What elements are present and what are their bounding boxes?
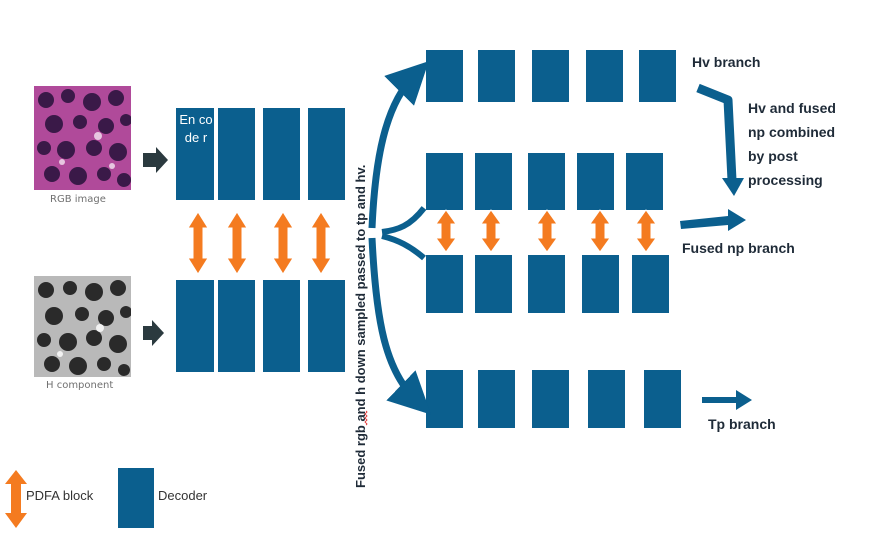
h-encoder-block: [176, 280, 214, 372]
np-output-arrow: [680, 209, 746, 231]
to-hv-curve-arrow: [368, 61, 429, 229]
rgb-image: [34, 86, 131, 190]
np-decoder-block: [626, 153, 663, 210]
legend-pdfa-label: PDFA block: [26, 488, 94, 503]
rgb-image-caption: RGB image: [50, 194, 106, 205]
post-processing-line: np combined: [748, 124, 836, 140]
to-np-curve: [381, 206, 427, 235]
hv-decoder-block: [532, 50, 569, 102]
h-component-caption: H component: [46, 380, 114, 391]
hv-decoder-block: [586, 50, 623, 102]
encoder-pdfa-arrow: [187, 211, 209, 275]
hv-decoder-block: [426, 50, 463, 102]
tp-branch-label: Tp branch: [708, 416, 776, 432]
rgb-input-arrow: [143, 147, 168, 173]
h-encoder-block: [263, 280, 300, 372]
rgb-encoder-block: [218, 108, 255, 200]
legend-decoder-label: Decoder: [158, 488, 208, 503]
to-tp-curve-arrow: [368, 237, 432, 415]
np-pdfa-arrow: [480, 209, 502, 253]
post-processing-line: processing: [748, 172, 823, 188]
np-pdfa-arrow: [435, 209, 457, 253]
np-decoder-block: [528, 255, 565, 313]
encoder-block: [176, 108, 214, 200]
encoder-pdfa-arrow: [226, 211, 248, 275]
np-decoder-block: [475, 255, 512, 313]
tp-decoder-block: [644, 370, 681, 428]
np-pdfa-arrow: [536, 209, 558, 253]
legend-pdfa-arrow: [5, 470, 27, 528]
tp-decoder-block: [588, 370, 625, 428]
encoder-label: En co de r: [179, 112, 213, 145]
vertical-caption: Fused rgb and h down sampled passed to t…: [353, 164, 368, 488]
rgb-encoder-block: [263, 108, 300, 200]
np-branch-label: Fused np branch: [682, 240, 795, 256]
np-decoder-block: [426, 153, 463, 210]
spellcheck-squiggle: [364, 410, 368, 426]
hv-branch-label: Hv branch: [692, 54, 761, 70]
tp-decoder-block: [426, 370, 463, 428]
h-encoder-block: [218, 280, 255, 372]
tp-decoder-block: [478, 370, 515, 428]
encoder-pdfa-arrow: [272, 211, 294, 275]
legend-decoder-swatch: [118, 468, 154, 528]
np-decoder-block: [582, 255, 619, 313]
np-decoder-block: [577, 153, 614, 210]
rgb-encoder-block: [308, 108, 345, 200]
np-pdfa-arrow: [589, 209, 611, 253]
h-encoder-block: [308, 280, 345, 372]
post-processing-line: by post: [748, 148, 798, 164]
encoder-pdfa-arrow: [310, 211, 332, 275]
np-decoder-block: [426, 255, 463, 313]
np-decoder-block: [475, 153, 512, 210]
tp-output-arrow: [702, 390, 752, 410]
h-input-arrow: [143, 320, 164, 346]
hv-decoder-block: [478, 50, 515, 102]
np-pdfa-arrow: [635, 209, 657, 253]
tp-decoder-block: [532, 370, 569, 428]
np-decoder-block: [528, 153, 565, 210]
hv-decoder-block: [639, 50, 676, 102]
h-component-image: [34, 276, 131, 377]
post-processing-line: Hv and fused: [748, 100, 836, 116]
np-decoder-block: [632, 255, 669, 313]
hv-post-process-arrow: [696, 83, 737, 181]
to-np-curve: [381, 233, 426, 261]
